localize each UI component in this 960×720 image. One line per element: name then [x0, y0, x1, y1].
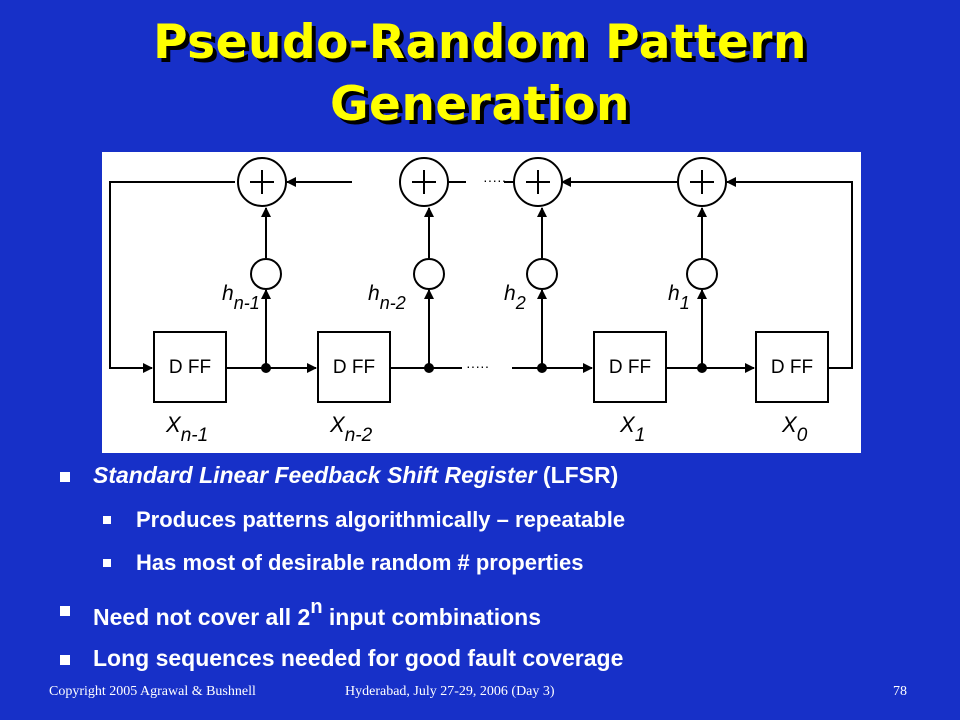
square-bullet-icon	[60, 655, 70, 665]
dff-label-4: D FF	[771, 357, 813, 378]
sub-bullet-text: Produces patterns algorithmically – repe…	[136, 507, 626, 532]
h-label-n-2: hn-2	[368, 282, 406, 313]
superscript-n: n	[310, 596, 323, 618]
square-bullet-icon	[60, 606, 70, 616]
h-label-n-1: hn-1	[222, 282, 260, 313]
square-bullet-icon	[103, 516, 111, 524]
x-label-1: X1	[619, 412, 645, 446]
x-label-n-2: Xn-2	[329, 412, 373, 446]
x-label-n-1: Xn-1	[165, 412, 208, 446]
title-line-1: Pseudo-Random Pattern	[153, 15, 807, 70]
tap-dots	[261, 363, 707, 373]
page-number: 78	[893, 684, 907, 699]
footer-location: Hyderabad, July 27-29, 2006 (Day 3)	[345, 684, 555, 699]
slide-footer: Copyright 2005 Agrawal & Bushnell Hydera…	[0, 684, 960, 704]
mid-ellipsis: ·····	[466, 358, 489, 374]
title-line-2: Generation	[329, 77, 630, 132]
lfsr-diagram: ····· D FF D FF D FF D FF ·····	[102, 152, 861, 453]
tap-lines	[261, 207, 707, 368]
plus-signs	[250, 170, 714, 194]
footer-copyright: Copyright 2005 Agrawal & Bushnell	[49, 684, 256, 699]
h-label-1: h1	[668, 282, 690, 313]
slide-title: Pseudo-Random Pattern Generation	[0, 12, 960, 136]
top-ellipsis: ·····	[483, 172, 506, 188]
dff-label-3: D FF	[609, 357, 651, 378]
coefficient-circles	[250, 258, 718, 290]
square-bullet-icon	[60, 472, 70, 482]
h-label-2: h2	[504, 282, 526, 313]
lfsr-abbrev: (LFSR)	[536, 462, 619, 488]
dff-label-1: D FF	[169, 357, 211, 378]
x-label-0: X0	[781, 412, 808, 446]
square-bullet-icon	[103, 559, 111, 567]
bullet-text: Long sequences needed for good fault cov…	[93, 645, 624, 671]
lfsr-term: Standard Linear Feedback Shift Register	[93, 462, 537, 488]
sub-bullet-text: Has most of desirable random # propertie…	[136, 550, 584, 575]
dff-label-2: D FF	[333, 357, 375, 378]
